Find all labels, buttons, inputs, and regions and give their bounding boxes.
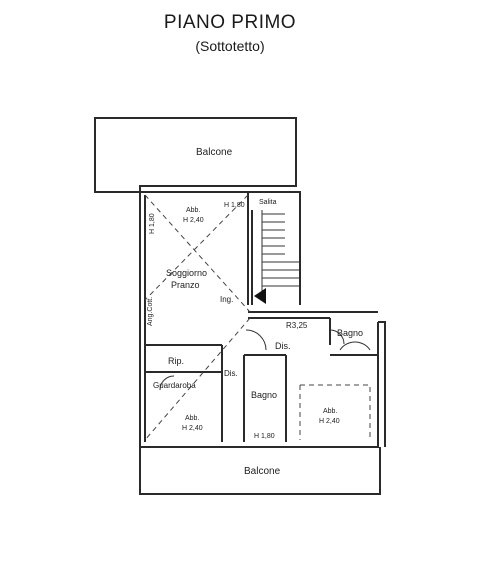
label-ing: Ing. xyxy=(220,295,233,304)
label-balcone-bottom: Balcone xyxy=(244,466,281,477)
label-soggiorno: Soggiorno xyxy=(166,268,207,278)
balcony-top-outline xyxy=(94,117,297,193)
stair-walls xyxy=(247,192,253,305)
label-ang-cott: Ang.Cott. xyxy=(147,297,154,326)
label-bagno-right: Bagno xyxy=(337,328,363,338)
label-dis-main: Dis. xyxy=(275,341,291,351)
plan-title: PIANO PRIMO xyxy=(163,12,297,33)
label-h180-left: H 1,80 xyxy=(149,213,156,234)
wall-top xyxy=(140,191,301,305)
label-guardaroba: Guardaroba xyxy=(153,381,196,390)
label-h240-b: H 2,40 xyxy=(182,425,203,432)
corridor-wall xyxy=(248,311,378,319)
label-abb-c: Abb. xyxy=(323,408,337,415)
outer-wall xyxy=(139,192,379,448)
label-rip: Rip. xyxy=(168,356,184,366)
label-salita: Salita xyxy=(259,199,277,206)
label-pranzo: Pranzo xyxy=(171,280,200,290)
label-r325: R3,25 xyxy=(286,321,308,330)
label-bagno-mid: Bagno xyxy=(251,390,277,400)
label-h240-c: H 2,40 xyxy=(319,418,340,425)
label-balcone-top: Balcone xyxy=(196,147,233,158)
balcony-bottom-outline xyxy=(139,447,381,495)
label-abb-a: Abb. xyxy=(186,207,200,214)
roof-slope-lines xyxy=(144,194,371,441)
plan-subtitle: (Sottotetto) xyxy=(195,38,265,54)
wall-right-outer xyxy=(378,321,386,447)
staircase xyxy=(261,210,300,300)
door-swings xyxy=(159,329,371,391)
label-h180-a: H 1,80 xyxy=(224,202,245,209)
label-dis-small: Dis. xyxy=(224,369,238,378)
label-abb-b: Abb. xyxy=(185,415,199,422)
wall-bedroom-right xyxy=(329,318,378,356)
entrance-arrow-icon xyxy=(254,288,266,304)
label-h180-bottom: H 1,80 xyxy=(254,433,275,440)
label-h240-a: H 2,40 xyxy=(183,217,204,224)
